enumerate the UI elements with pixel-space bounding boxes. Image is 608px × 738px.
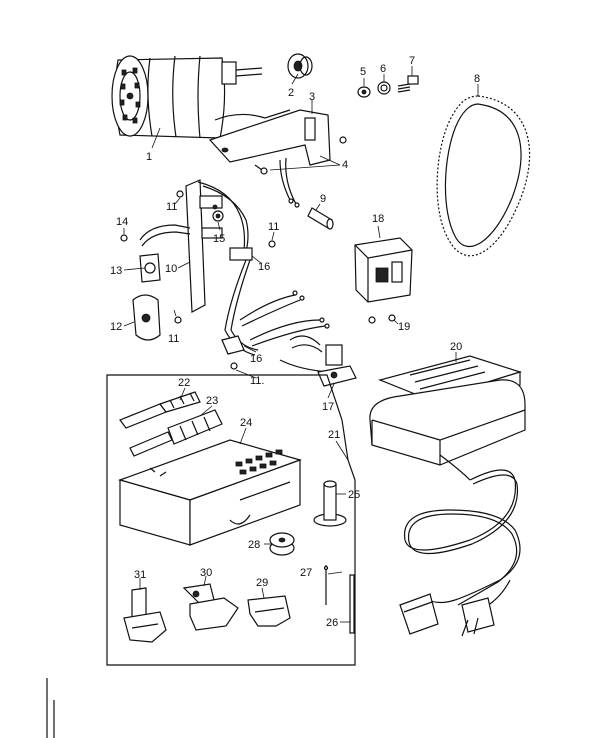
label-16a: 16 xyxy=(258,261,270,273)
label-11a: 11 xyxy=(166,201,177,213)
label-28: 28 xyxy=(248,539,260,551)
label-21: 21 xyxy=(328,429,340,441)
screw-icon xyxy=(388,314,396,322)
screw-icon xyxy=(212,210,224,222)
presser-foot-icon xyxy=(247,595,291,627)
label-31: 31 xyxy=(134,569,146,581)
label-24: 24 xyxy=(240,417,252,429)
label-16b: 16 xyxy=(250,353,262,365)
label-17: 17 xyxy=(322,401,334,413)
label-19: 19 xyxy=(398,321,410,333)
callout-labels: 1 2 3 4 5 6 7 8 9 10 11 11 11 11. 12 13 … xyxy=(110,55,480,629)
label-22: 22 xyxy=(178,377,190,389)
label-11b: 11 xyxy=(268,221,279,233)
screw-icon xyxy=(176,190,184,198)
screw-icon xyxy=(397,75,419,93)
rod-icon xyxy=(349,574,355,634)
label-26: 26 xyxy=(326,617,338,629)
screw-icon xyxy=(268,240,276,248)
label-23: 23 xyxy=(206,395,218,407)
pulley-icon xyxy=(287,53,313,79)
washer-icon xyxy=(357,86,371,98)
foot-control-icon xyxy=(369,355,526,481)
bobbin-icon xyxy=(269,532,295,556)
label-10: 10 xyxy=(165,263,177,275)
spool-pin-icon xyxy=(313,480,347,527)
needle-icon xyxy=(323,565,329,605)
label-11d: 11. xyxy=(250,375,264,387)
lamp-socket-icon xyxy=(132,224,191,341)
label-30: 30 xyxy=(200,567,212,579)
screw-icon xyxy=(339,136,347,144)
pin-icon xyxy=(307,207,334,230)
label-7: 7 xyxy=(409,55,415,67)
leader-lines xyxy=(123,66,479,623)
label-20: 20 xyxy=(450,341,462,353)
switch-block-icon xyxy=(354,237,413,303)
label-5: 5 xyxy=(360,66,366,78)
accessory-box-icon xyxy=(118,439,302,546)
accessory-frame xyxy=(106,374,356,666)
label-9: 9 xyxy=(320,193,326,205)
screw-icon xyxy=(120,234,128,242)
screw-icon xyxy=(230,362,238,370)
terminal-icon xyxy=(279,335,357,387)
label-2: 2 xyxy=(288,87,294,99)
label-8: 8 xyxy=(474,73,480,85)
label-12: 12 xyxy=(110,321,122,333)
presser-foot-icon xyxy=(182,583,239,631)
label-6: 6 xyxy=(380,63,386,75)
label-27: 27 xyxy=(300,567,312,579)
belt-icon xyxy=(436,95,531,257)
label-15: 15 xyxy=(213,233,225,245)
label-11c: 11 xyxy=(168,333,179,345)
nut-icon xyxy=(377,81,391,95)
label-14: 14 xyxy=(116,216,128,228)
power-cord-icon xyxy=(399,469,521,637)
label-29: 29 xyxy=(256,577,268,589)
screw-icon xyxy=(174,316,182,324)
presser-foot-icon xyxy=(123,587,167,643)
screwdriver-icon xyxy=(129,409,223,457)
label-3: 3 xyxy=(309,91,315,103)
label-13: 13 xyxy=(110,265,122,277)
screw-icon xyxy=(368,316,376,324)
label-18: 18 xyxy=(372,213,384,225)
screwdriver-icon xyxy=(119,391,201,429)
label-1: 1 xyxy=(146,151,152,163)
bracket-icon xyxy=(208,109,331,208)
motor-icon xyxy=(111,55,291,139)
wiring-harness-icon xyxy=(185,179,330,356)
label-4: 4 xyxy=(342,159,348,171)
label-25: 25 xyxy=(348,489,360,501)
